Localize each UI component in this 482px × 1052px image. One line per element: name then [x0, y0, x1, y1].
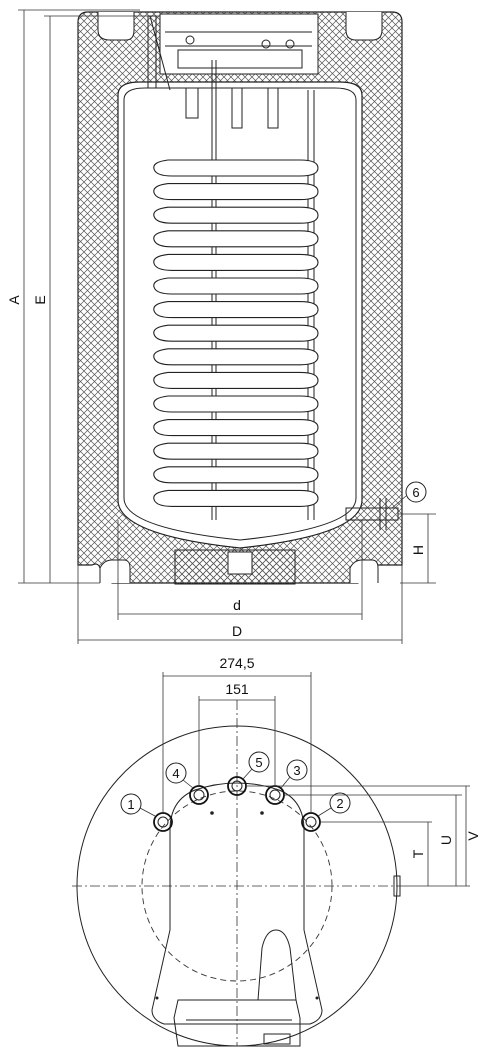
coil-loop — [153, 395, 319, 413]
dot — [210, 811, 214, 815]
label-T: T — [410, 849, 426, 858]
label-D: D — [232, 623, 242, 639]
tank-shell — [123, 87, 357, 541]
label-U: U — [438, 835, 454, 845]
dimension-d: d — [117, 520, 363, 620]
label-V: V — [465, 831, 481, 841]
coil-loop — [153, 159, 319, 177]
coil-loop — [153, 419, 319, 437]
callout-6-number: 6 — [412, 485, 419, 500]
label-A: A — [6, 295, 22, 305]
callout-2: 2 — [317, 792, 351, 817]
label-274-5: 274,5 — [219, 655, 254, 671]
callout-3: 3 — [280, 759, 308, 789]
label-E: E — [32, 295, 48, 304]
coil-loop — [153, 277, 319, 295]
connection-1 — [153, 812, 173, 832]
coil-loop — [153, 301, 319, 319]
connection-2 — [301, 812, 321, 832]
dot — [315, 996, 319, 1000]
callout-6: 6 — [391, 481, 427, 509]
coil-loop — [153, 489, 319, 507]
top-view: 1 2 3 4 5 274,5 — [72, 655, 481, 1047]
coil-loop — [153, 348, 319, 366]
dimension-151: 151 — [198, 681, 276, 786]
callout-3-number: 3 — [293, 763, 300, 778]
callout-4-number: 4 — [172, 766, 179, 781]
coil-loop — [153, 324, 319, 342]
dimension-A: A — [6, 9, 140, 584]
coil-loop — [153, 466, 319, 484]
control-box — [173, 999, 301, 1047]
coil-loop — [153, 371, 319, 389]
label-H: H — [410, 545, 426, 555]
coil-loop — [153, 442, 319, 460]
callout-1-number: 1 — [127, 797, 134, 812]
dimension-T-U-V: T U V — [246, 785, 481, 887]
dimension-H: H — [398, 513, 436, 584]
callout-4: 4 — [165, 762, 194, 789]
coil-loop — [153, 253, 319, 271]
callout-2-number: 2 — [336, 796, 343, 811]
dimension-274-5: 274,5 — [162, 655, 312, 813]
callout-1: 1 — [120, 793, 156, 817]
callout-5: 5 — [242, 751, 270, 780]
callout-5-number: 5 — [255, 755, 262, 770]
coil-loop — [153, 183, 319, 201]
dot — [260, 811, 264, 815]
label-151: 151 — [225, 681, 249, 697]
coil-loop — [153, 230, 319, 248]
opening-inner-arch — [257, 929, 297, 1001]
coil-loop — [153, 206, 319, 224]
dot — [155, 996, 159, 1000]
side-view: A E H 6 d — [6, 9, 436, 644]
dimension-D: D — [77, 565, 403, 644]
dimension-E: E — [32, 15, 160, 583]
opening-u-shape — [151, 782, 323, 1025]
heating-coil — [153, 159, 319, 507]
label-d: d — [233, 597, 241, 613]
